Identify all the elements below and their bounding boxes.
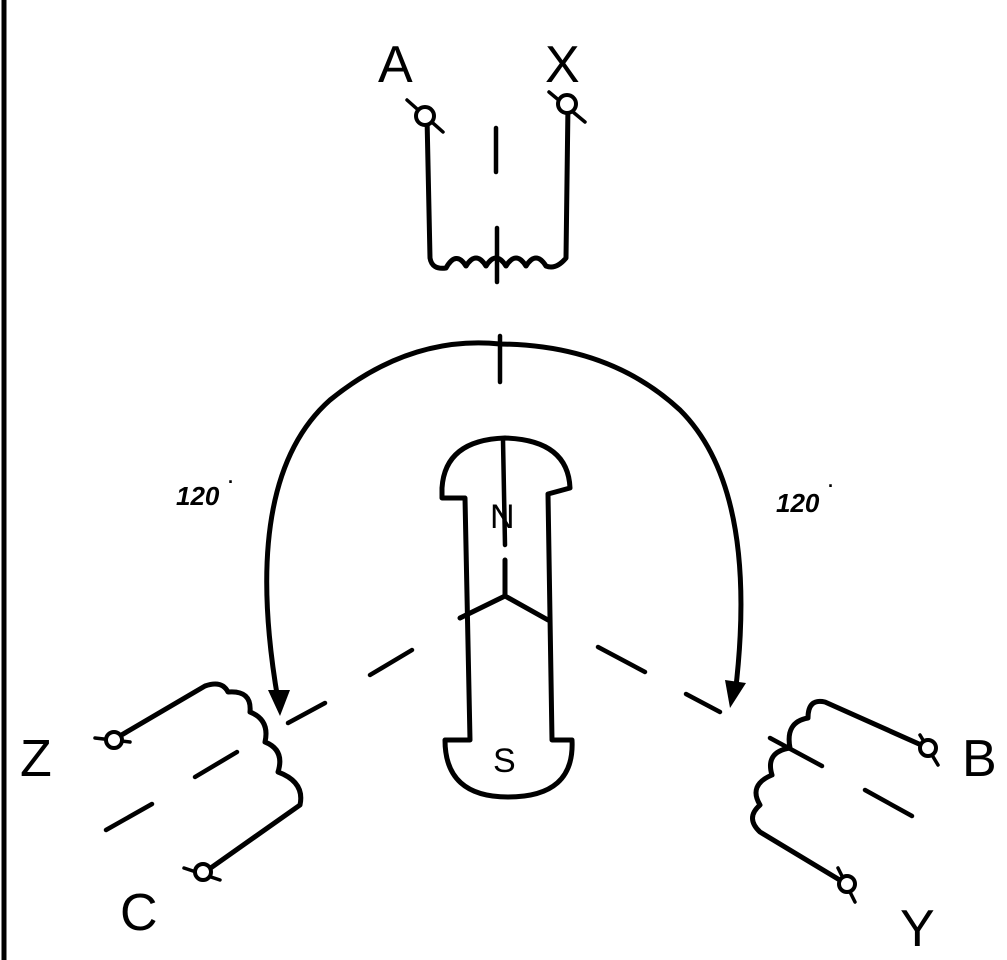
terminal-c-icon [193,862,213,882]
terminal-a-icon [414,105,436,127]
pole-south-label: S [493,742,516,780]
winding-cz [93,681,304,882]
terminal-y-label: Y [900,900,935,958]
angle-right-label: 120 [776,488,820,518]
rotor-magnet [285,435,723,800]
angle-left-degree: · [228,472,234,492]
terminal-b-label: B [962,730,997,788]
terminal-y-icon [837,874,857,894]
terminal-x-icon [556,93,578,115]
arrow-right-icon [725,680,746,708]
terminal-z-icon [104,730,124,750]
terminal-x-label: X [545,36,580,94]
angle-left-label: 120 [176,481,220,511]
winding-by [750,698,940,904]
terminal-c-label: C [120,884,158,942]
terminal-a-label: A [378,36,413,94]
angle-right-degree: · [828,476,834,496]
rotation-arc [264,340,746,716]
arrow-left-icon [268,690,290,716]
winding-ax [405,90,587,385]
pole-north-label: N [490,498,515,536]
terminal-z-label: Z [20,730,52,788]
terminal-b-icon [918,738,938,758]
